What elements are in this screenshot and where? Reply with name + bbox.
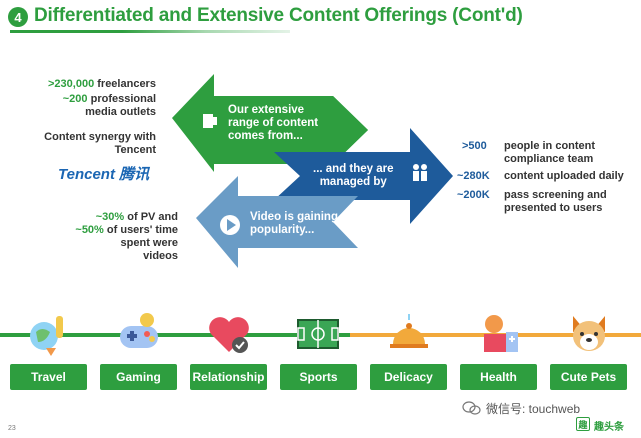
- uploaded-label: content uploaded daily: [504, 170, 624, 182]
- video-arrow: [196, 176, 358, 268]
- category-cute-pets[interactable]: Cute Pets: [550, 364, 627, 390]
- people-icon: [413, 164, 427, 181]
- category-relationship[interactable]: Relationship: [190, 364, 267, 390]
- category-gaming[interactable]: Gaming: [100, 364, 177, 390]
- travel-icon: [30, 316, 63, 356]
- top-arrow-text: Our extensive range of content comes fro…: [228, 104, 319, 142]
- brand-logo-icon: 趣: [576, 417, 590, 431]
- page-number: 23: [8, 425, 16, 432]
- wechat-icon: [462, 401, 481, 415]
- heart-icon: [209, 317, 249, 353]
- uploaded-value: ~280K: [457, 170, 490, 182]
- health-icon: [484, 315, 518, 352]
- media-outlets-stat: ~200 professional media outlets: [62, 93, 156, 118]
- food-cloche-icon: [390, 314, 428, 348]
- category-travel[interactable]: Travel: [10, 364, 87, 390]
- middle-arrow-text: ... and they are managed by: [313, 163, 394, 188]
- compliance-label: people in content compliance team: [504, 140, 596, 165]
- freelancers-stat: >230,000 freelancers: [48, 78, 156, 90]
- gamepad-icon: [120, 313, 158, 348]
- page-title: Differentiated and Extensive Content Off…: [34, 5, 523, 26]
- video-stats: ~30% of PV and ~50% of users' time spent…: [75, 211, 178, 262]
- screened-label: pass screening and presented to users: [504, 189, 607, 214]
- category-delicacy[interactable]: Delicacy: [370, 364, 447, 390]
- title-underline: [10, 30, 290, 33]
- category-sports[interactable]: Sports: [280, 364, 357, 390]
- content-source-arrow-body: [214, 96, 368, 164]
- document-icon: [203, 114, 217, 128]
- brand-logo-text: 趣头条: [594, 422, 624, 433]
- wechat-watermark: 微信号: touchweb: [486, 402, 581, 416]
- category-health[interactable]: Health: [460, 364, 537, 390]
- compliance-value: >500: [462, 140, 487, 152]
- bottom-arrow-text: Video is gaining popularity...: [250, 211, 338, 236]
- dog-icon: [573, 316, 605, 351]
- screened-value: ~200K: [457, 189, 490, 201]
- tencent-logo: Tencent 腾讯: [58, 166, 150, 183]
- section-number-badge: 4: [8, 7, 28, 27]
- soccer-field-icon: [297, 319, 339, 349]
- tencent-synergy-text: Content synergy with Tencent: [44, 131, 156, 156]
- play-icon: [220, 215, 240, 235]
